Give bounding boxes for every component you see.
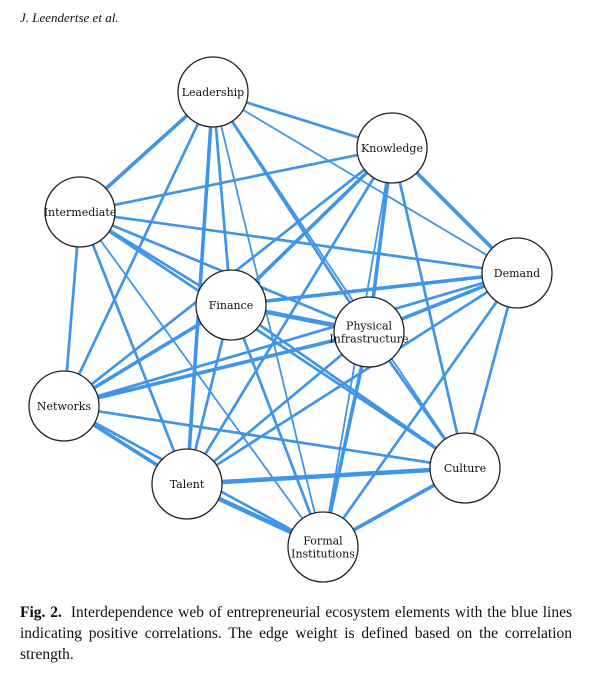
edge-intermediate-culture — [78, 210, 467, 470]
edge-physical-infrastructure-talent — [185, 330, 371, 486]
edge-talent-culture — [184, 465, 468, 487]
edge-demand-finance — [229, 271, 519, 307]
node-label-intermediate: Intermediate — [44, 206, 117, 219]
edge-demand-talent — [185, 271, 519, 486]
node-circle-networks — [28, 370, 100, 442]
node-demand: Demand — [481, 237, 553, 309]
figure-caption-text: Interdependence web of entrepreneurial e… — [20, 604, 573, 663]
node-label-physical-infrastructure-0: Physical — [346, 320, 393, 333]
node-finance: Finance — [195, 269, 267, 341]
node-leadership: Leadership — [177, 56, 249, 128]
node-label-formal-institutions-1: Institutions — [291, 548, 355, 561]
node-intermediate: Intermediate — [44, 176, 117, 248]
running-title: J. Leendertse et al. — [20, 10, 119, 25]
node-label-formal-institutions-0: Formal — [303, 535, 343, 548]
edge-demand-networks — [62, 271, 519, 408]
node-label-knowledge: Knowledge — [361, 142, 423, 155]
node-label-talent: Talent — [170, 478, 205, 491]
edge-networks-culture — [62, 404, 467, 470]
edge-knowledge-finance — [229, 146, 394, 307]
ecosystem-network-diagram: LeadershipKnowledgeIntermediateDemandFin… — [28, 56, 553, 583]
node-label-demand: Demand — [494, 267, 540, 280]
edge-intermediate-talent — [78, 210, 189, 486]
node-culture: Culture — [429, 432, 501, 504]
node-label-finance: Finance — [209, 299, 254, 312]
node-circle-talent — [151, 448, 223, 520]
node-circle-physical-infrastructure — [333, 296, 405, 368]
node-circle-intermediate — [44, 176, 116, 248]
figure-label: Fig. 2. — [20, 604, 62, 621]
nodes-layer: LeadershipKnowledgeIntermediateDemandFin… — [28, 56, 553, 583]
edge-leadership-formal-institutions — [212, 91, 324, 548]
node-networks: Networks — [28, 370, 100, 442]
edge-intermediate-formal-institutions — [79, 211, 324, 548]
node-circle-demand — [481, 237, 553, 309]
edge-finance-formal-institutions — [229, 303, 325, 549]
edge-demand-formal-institutions — [321, 271, 519, 549]
node-circle-finance — [195, 269, 267, 341]
figure-caption: Fig. 2. Interdependence web of entrepren… — [20, 602, 572, 665]
node-label-leadership: Leadership — [182, 86, 244, 99]
node-label-physical-infrastructure-1: Infrastructure — [329, 333, 408, 346]
node-label-networks: Networks — [37, 400, 92, 413]
edge-physical-infrastructure-formal-institutions — [321, 330, 371, 549]
node-talent: Talent — [151, 448, 223, 520]
edge-intermediate-demand — [78, 210, 519, 275]
edge-leadership-demand — [212, 91, 518, 274]
node-circle-culture — [429, 432, 501, 504]
edge-physical-infrastructure-networks — [62, 330, 371, 408]
node-circle-knowledge — [356, 112, 428, 184]
edge-finance-culture — [229, 303, 467, 470]
edge-knowledge-intermediate — [78, 146, 394, 214]
node-circle-formal-institutions — [287, 511, 359, 583]
node-circle-leadership — [177, 56, 249, 128]
node-label-culture: Culture — [444, 462, 486, 475]
node-knowledge: Knowledge — [356, 112, 428, 184]
